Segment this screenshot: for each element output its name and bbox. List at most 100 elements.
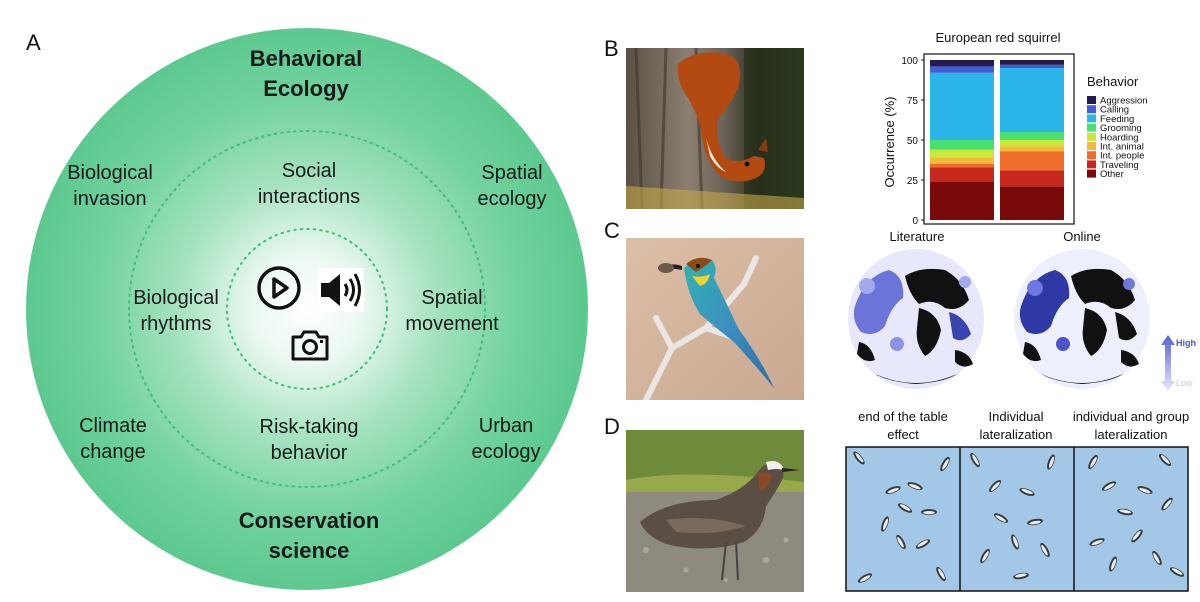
bar-segment-urban-feeding <box>1000 68 1064 132</box>
sim-title-1: end of the table effect <box>858 409 948 442</box>
legend-label: Int. animal <box>1100 142 1144 153</box>
speaker-icon <box>318 268 364 312</box>
simulated-bird-icon <box>921 509 937 515</box>
legend-swatch <box>1087 142 1096 150</box>
camera-icon <box>291 330 329 361</box>
sim-title-2: Individual lateralization <box>979 409 1053 442</box>
simulated-bird-icon <box>1101 481 1117 491</box>
simulated-bird-icon <box>970 452 980 468</box>
simulated-bird-icon <box>1152 550 1162 566</box>
y-tick-label: 50 <box>907 136 919 147</box>
simulated-bird-icon <box>896 534 906 550</box>
simulated-bird-icon <box>881 516 889 532</box>
bar-segment-urban-int-animal <box>1000 146 1064 152</box>
plot-area <box>923 53 1075 225</box>
simulated-bird-icon <box>907 482 923 490</box>
climate-change-label: Climate change <box>79 415 147 463</box>
bar-segment-forest-calling <box>930 66 994 73</box>
y-axis-label: Occurrence (%) <box>882 96 897 187</box>
bar-segment-forest-hoarding <box>930 149 994 158</box>
simulated-bird-icon <box>1088 454 1098 470</box>
bar-segment-urban-aggression <box>1000 60 1064 65</box>
scale-low-label: Low <box>1176 378 1193 388</box>
bar-segment-forest-feeding <box>930 72 994 140</box>
simulated-bird-icon <box>897 503 913 513</box>
bar-segment-forest-int-people <box>930 164 994 168</box>
lateralization-simulations <box>845 446 1189 592</box>
legend-label: Feeding <box>1100 114 1134 125</box>
outer-circle <box>26 28 588 590</box>
bar-segment-urban-traveling <box>1000 170 1064 187</box>
simulated-bird-icon <box>1040 542 1050 558</box>
play-icon <box>257 266 301 310</box>
simulated-bird-icon <box>1019 488 1035 496</box>
simulated-bird-icon <box>1131 529 1143 543</box>
chart-title: European red squirrel <box>935 30 1060 45</box>
simulated-bird-icon <box>936 566 946 582</box>
simulated-bird-icon <box>993 513 1009 523</box>
simulated-bird-icon <box>1161 497 1173 511</box>
simulated-bird-icon <box>1013 572 1029 580</box>
simulated-bird-icon <box>1027 518 1043 526</box>
y-tick-label: 0 <box>912 216 918 226</box>
simulated-bird-icon <box>857 573 873 583</box>
legend-swatch <box>1087 160 1096 169</box>
simulated-bird-icon <box>1109 556 1117 572</box>
simulated-bird-icon <box>1117 508 1133 516</box>
panel-a-letter: A <box>26 30 41 55</box>
simulated-bird-icon <box>940 456 950 472</box>
legend-label: Other <box>1100 169 1124 180</box>
bar-segment-forest-grooming <box>930 140 994 150</box>
literature-map <box>848 249 984 389</box>
legend-swatch <box>1087 114 1096 123</box>
legend-swatch <box>1087 123 1096 132</box>
map-title-online: Online <box>1063 229 1101 244</box>
legend-swatch <box>1087 169 1096 178</box>
simulated-bird-icon <box>1011 534 1019 550</box>
legend-title: Behavior <box>1087 74 1139 89</box>
simulated-bird-icon <box>1169 567 1185 577</box>
squirrel-behavior-chart: European red squirrel Occurrence (%) 0 25… <box>882 30 1148 226</box>
legend-label: Aggression <box>1100 96 1148 107</box>
online-map <box>1014 249 1150 389</box>
y-tick-label: 25 <box>907 176 919 187</box>
legend-swatch <box>1087 132 1096 141</box>
simulated-bird-icon <box>1089 538 1105 546</box>
map-color-scale-arrow <box>1161 335 1175 391</box>
bar-segment-urban-calling <box>1000 64 1064 68</box>
red-squirrel-photo <box>626 48 804 209</box>
conservation-science-title: Conservation science <box>238 508 380 563</box>
bar-segment-urban-grooming <box>1000 132 1064 140</box>
bar-segment-forest-int-animal <box>930 157 994 164</box>
biological-invasion-label: Biological invasion <box>67 162 153 210</box>
concentric-circle-diagram <box>26 28 588 590</box>
spatial-movement-label: Spatial movement <box>405 287 499 335</box>
legend-label: Hoarding <box>1100 132 1139 143</box>
legend-swatch <box>1087 105 1096 114</box>
panel-b-letter: B <box>604 36 619 61</box>
simulated-bird-icon <box>1158 453 1172 467</box>
legend-swatch <box>1087 151 1096 160</box>
bar-segment-urban-hoarding <box>1000 140 1064 147</box>
phalarope-photo <box>626 430 804 592</box>
biological-rhythms-label: Biological rhythms <box>133 287 219 335</box>
y-tick-label: 100 <box>901 56 918 67</box>
simulated-bird-icon <box>988 479 1002 493</box>
legend-label: Calling <box>1100 105 1129 116</box>
urban-ecology-label: Urban ecology <box>471 415 541 463</box>
bar-segment-forest-traveling <box>930 167 994 182</box>
bee-eater-photo <box>626 238 804 400</box>
bar-segment-forest-other <box>930 181 994 220</box>
legend-label: Traveling <box>1100 160 1139 171</box>
simulated-bird-icon <box>915 539 931 549</box>
y-tick-label: 75 <box>907 96 919 107</box>
scale-high-label: High <box>1176 338 1196 348</box>
legend-label: Int. people <box>1100 151 1144 162</box>
legend-label: Grooming <box>1100 123 1142 134</box>
simulated-bird-icon <box>1047 454 1055 470</box>
map-title-literature: Literature <box>889 229 945 244</box>
social-interactions-label: Social interactions <box>257 160 361 208</box>
bar-segment-urban-int-people <box>1000 151 1064 171</box>
simulated-bird-icon <box>980 548 990 564</box>
inner-dotted-ring <box>226 228 388 390</box>
